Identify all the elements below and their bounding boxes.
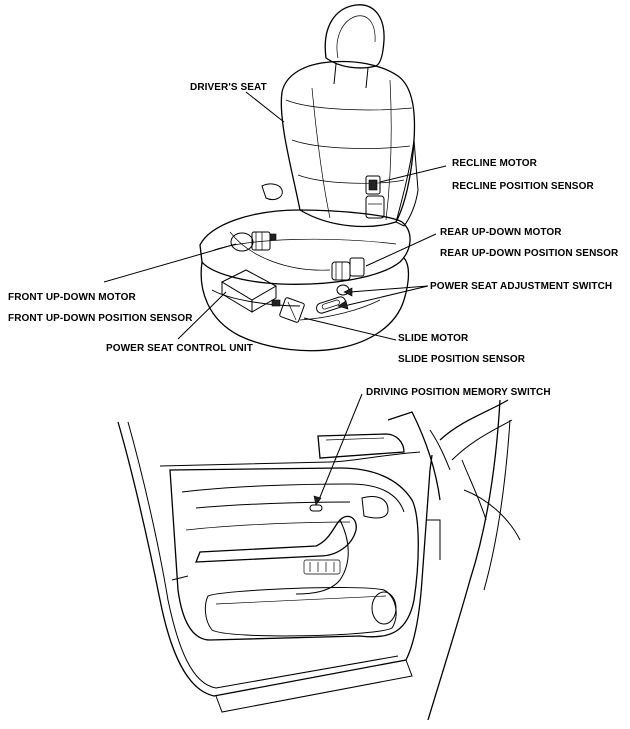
label-power-seat-adjustment-switch: POWER SEAT ADJUSTMENT SWITCH xyxy=(430,281,613,292)
door-speaker xyxy=(371,591,397,625)
power-window-switches xyxy=(303,559,341,575)
power-seat-control-unit xyxy=(220,269,278,313)
label-slide-motor: SLIDE MOTOR xyxy=(398,333,469,344)
front-up-down-motor xyxy=(230,231,277,252)
inner-door-handle xyxy=(361,496,389,519)
door-illustration xyxy=(117,393,521,721)
rear-up-down-motor xyxy=(331,257,365,281)
label-recline-position-sensor: RECLINE POSITION SENSOR xyxy=(452,181,594,192)
seat-cushion xyxy=(199,209,411,285)
label-drivers-seat: DRIVER'S SEAT xyxy=(190,82,267,93)
label-front-up-down-motor: FRONT UP-DOWN MOTOR xyxy=(8,292,136,303)
label-front-up-down-position-sensor: FRONT UP-DOWN POSITION SENSOR xyxy=(8,313,193,324)
door-trim-panel xyxy=(169,467,419,641)
label-power-seat-control-unit: POWER SEAT CONTROL UNIT xyxy=(106,343,253,354)
slide-motor xyxy=(271,297,305,323)
label-slide-position-sensor: SLIDE POSITION SENSOR xyxy=(398,354,526,365)
seat-base xyxy=(200,257,410,352)
label-rear-up-down-position-sensor: REAR UP-DOWN POSITION SENSOR xyxy=(440,248,619,259)
label-rear-up-down-motor: REAR UP-DOWN MOTOR xyxy=(440,227,562,238)
power-seat-adjustment-switch xyxy=(315,284,350,314)
armrest xyxy=(195,515,357,563)
label-recline-motor: RECLINE MOTOR xyxy=(452,158,538,169)
seat-backrest xyxy=(280,60,416,228)
headrest xyxy=(324,4,385,69)
label-driving-position-memory-switch: DRIVING POSITION MEMORY SWITCH xyxy=(366,387,551,398)
recline-motor xyxy=(365,175,385,219)
door-map-pocket xyxy=(204,587,397,637)
drivers-seat-illustration xyxy=(103,4,447,352)
driving-position-memory-switch xyxy=(309,504,323,512)
door-outer-panel xyxy=(117,421,433,697)
